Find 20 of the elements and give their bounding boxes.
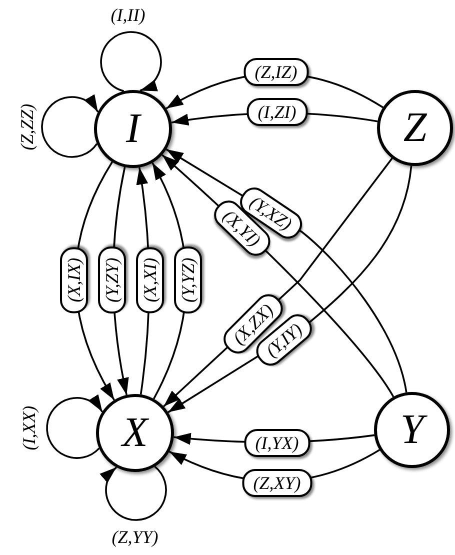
edge-label: (I,YX) bbox=[244, 429, 310, 457]
edge-label: (Y,ZY) bbox=[98, 246, 126, 314]
edge-label: (I,XX) bbox=[20, 406, 38, 450]
arrow bbox=[100, 31, 162, 92]
edge-label: (I,ZI) bbox=[246, 98, 308, 126]
edge-label: (I,II) bbox=[110, 6, 146, 24]
arrow bbox=[46, 394, 104, 459]
arrow bbox=[100, 466, 167, 521]
state-circle: I bbox=[94, 90, 172, 168]
edge-label: (X,XI) bbox=[136, 246, 164, 314]
edge-label: (Z,XY) bbox=[242, 469, 312, 497]
edge-label: (Z,IZ) bbox=[244, 58, 308, 86]
edge-label: (Y,YZ) bbox=[174, 246, 202, 314]
state-circle: X bbox=[96, 394, 174, 472]
edge-label: (X,IX) bbox=[60, 246, 88, 314]
state-circle: Y bbox=[374, 392, 450, 468]
arrow bbox=[41, 94, 99, 158]
state-circle: Z bbox=[377, 90, 453, 166]
edge-label: (Z,YY) bbox=[112, 528, 158, 546]
edge-label: (Z,ZZ) bbox=[18, 104, 36, 150]
